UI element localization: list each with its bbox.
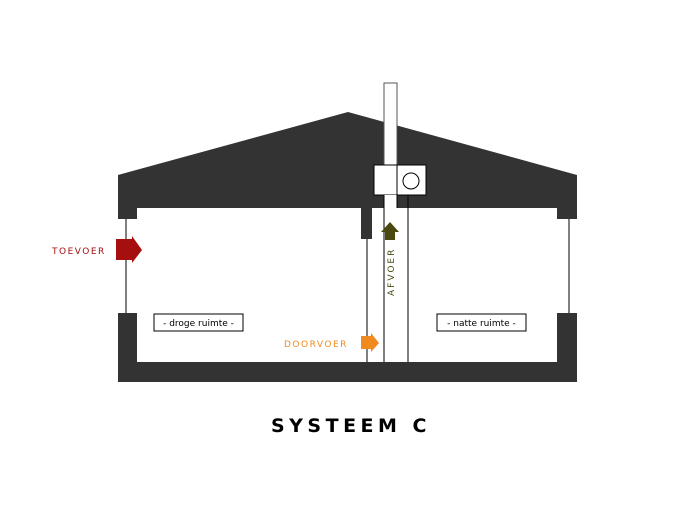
toevoer-arrow-icon <box>116 236 142 263</box>
exhaust-duct <box>383 82 398 166</box>
doorvoer-arrow-icon <box>361 333 379 352</box>
afvoer-label: AFVOER <box>387 248 397 296</box>
right-wall-lower <box>557 313 577 363</box>
left-wall-upper <box>118 205 137 219</box>
right-wall-upper <box>557 205 577 219</box>
doorvoer-label: DOORVOER <box>284 340 348 350</box>
natte-ruimte-label: - natte ruimte - <box>447 319 516 329</box>
afvoer-arrow-icon <box>381 222 399 240</box>
floor-slab <box>118 362 577 382</box>
left-wall-lower <box>118 313 137 363</box>
droge-ruimte-label: - droge ruimte - <box>163 319 234 329</box>
roof <box>118 112 577 208</box>
toevoer-label: TOEVOER <box>51 247 106 257</box>
partition-wall-top <box>361 208 372 239</box>
duct-opening <box>384 195 397 208</box>
diagram-title: SYSTEEM C <box>271 415 431 437</box>
fan-icon <box>402 172 420 190</box>
natte-ruimte-box <box>436 313 527 332</box>
droge-ruimte-box <box>153 313 244 332</box>
